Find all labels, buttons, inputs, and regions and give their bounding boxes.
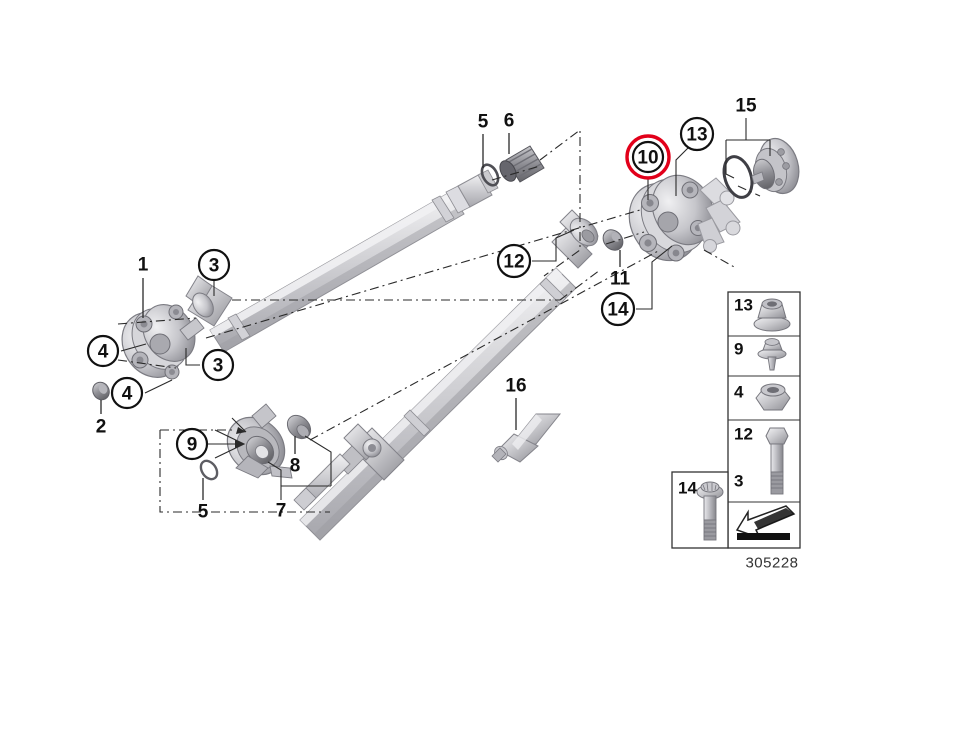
rear-shaft-tube [299, 267, 577, 541]
rear-splined-stub [293, 453, 351, 511]
callout-8[interactable]: 8 [290, 456, 301, 477]
callout-10-label: 10 [637, 148, 658, 169]
callout-13[interactable]: 13 [679, 116, 715, 152]
legend-item-twelve-point-bolt[interactable]: 14 [678, 479, 724, 541]
grease-tube-part [491, 413, 562, 463]
drawing-number-label: 305228 [745, 555, 798, 572]
callout-14-label: 14 [607, 300, 629, 321]
o-ring-part [722, 155, 754, 199]
legend-item-hex-bolt[interactable]: 12 [734, 425, 789, 495]
callout-7[interactable]: 7 [276, 501, 287, 522]
hex-bolt-icon [765, 427, 789, 495]
hardware-legend-box: 13 9 4 [671, 291, 801, 572]
callout-5-lower[interactable]: 5 [198, 502, 209, 523]
front-universal-joint-assembly [121, 304, 205, 380]
callout-2[interactable]: 2 [96, 417, 107, 438]
center-support-bearing [226, 403, 293, 479]
callout-13-label: 13 [686, 125, 707, 146]
legend-item-flanged-screw[interactable]: 9 [734, 338, 787, 371]
arrow-head-9b [236, 427, 246, 434]
rear-flange-part [751, 137, 800, 195]
centering-yoke-part [697, 177, 741, 253]
hex-nut-icon [755, 383, 791, 411]
callout-14[interactable]: 14 [600, 291, 636, 327]
legend-item-arrow-marker[interactable]: 3 [734, 472, 796, 541]
legend-item-hex-nut[interactable]: 4 [734, 383, 791, 411]
front-shaft-yoke [185, 275, 233, 327]
flanged-screw-icon [757, 338, 787, 371]
callout-layer: 1 2 3 3 4 4 5 [86, 96, 757, 523]
rear-shaft-flange [551, 209, 599, 269]
legend-number-12: 12 [734, 425, 753, 444]
leader-13 [675, 147, 689, 196]
callout-7-label: 7 [276, 501, 287, 522]
callout-9-label: 9 [187, 435, 198, 456]
leader-7 [267, 435, 332, 500]
callout-16-label: 16 [505, 376, 526, 397]
callout-5-lower-label: 5 [198, 502, 209, 523]
callout-4-upper-label: 4 [98, 342, 109, 363]
legend-sub-frame-14 [671, 471, 729, 549]
callout-15[interactable]: 15 [735, 96, 757, 117]
callout-12[interactable]: 12 [496, 243, 532, 279]
legend-item-flange-nut[interactable]: 13 [734, 296, 791, 332]
callout-1-label: 1 [138, 255, 149, 276]
dash-dot-groupings [117, 128, 761, 513]
rear-shaft-collars [403, 277, 567, 437]
flange-nut-icon [753, 298, 791, 332]
legend-number-9: 9 [734, 340, 743, 359]
arrow-head-9a [235, 440, 244, 448]
leader-4 [120, 343, 173, 394]
callout-4-lower-label: 4 [122, 384, 133, 405]
callout-4-upper[interactable]: 4 [86, 334, 120, 368]
front-shaft-collars [227, 185, 471, 341]
callout-6-label: 6 [504, 111, 515, 132]
rear-center-universal-joint [335, 423, 405, 481]
callout-11[interactable]: 11 [610, 269, 631, 290]
rear-coupling-group [602, 137, 800, 262]
leader-14 [636, 245, 673, 310]
twelve-point-bolt-icon [696, 481, 724, 541]
callout-6[interactable]: 6 [504, 111, 515, 132]
callout-16[interactable]: 16 [505, 376, 526, 397]
leader-12 [532, 229, 575, 262]
sleeve-bellows-part [499, 145, 545, 183]
callout-3-upper[interactable]: 3 [197, 248, 231, 282]
circlip-ring-lower [199, 459, 219, 481]
front-shaft-tube [209, 191, 465, 353]
callout-10-highlighted[interactable]: 10 [625, 134, 671, 180]
callout-3-lower[interactable]: 3 [201, 348, 235, 382]
leader-15 [725, 118, 771, 179]
callout-9[interactable]: 9 [175, 427, 209, 461]
callout-8-label: 8 [290, 456, 301, 477]
plain-leaders [100, 133, 621, 500]
rear-drive-shaft-assembly [199, 209, 599, 541]
small-bushing-part [92, 381, 110, 401]
leader-3-lower [185, 348, 200, 366]
callout-3-upper-label: 3 [209, 256, 220, 277]
spacer-bushing-part [602, 229, 624, 251]
callout-12-label: 12 [503, 252, 524, 273]
callout-2-label: 2 [96, 417, 107, 438]
flex-disc-coupling-part [628, 174, 715, 262]
leader-lines [100, 118, 771, 513]
circlip-ring-upper [480, 163, 500, 187]
callout-3-lower-label: 3 [213, 356, 224, 377]
legend-number-14: 14 [678, 479, 697, 498]
callout-4-lower[interactable]: 4 [110, 376, 144, 410]
bearing-collar-part [286, 414, 312, 440]
legend-number-4: 4 [734, 383, 744, 402]
legend-number-3: 3 [734, 472, 743, 491]
callout-5-upper-label: 5 [478, 112, 489, 133]
callout-5-upper[interactable]: 5 [478, 112, 489, 133]
callout-15-label: 15 [735, 96, 757, 117]
callout-1[interactable]: 1 [138, 255, 149, 276]
legend-number-13: 13 [734, 296, 753, 315]
callout-11-label: 11 [610, 269, 631, 290]
arrow-marker-icon [735, 505, 796, 540]
